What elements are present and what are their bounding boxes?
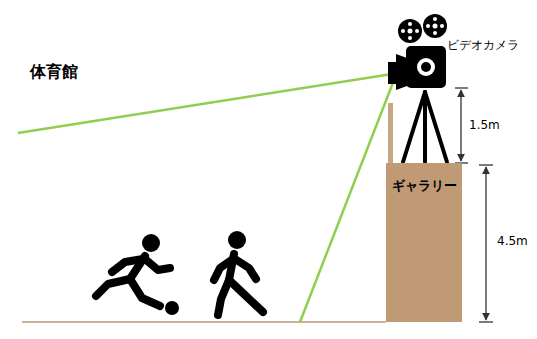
- gallery-label: ギャラリー: [386, 163, 462, 195]
- ball: [165, 301, 179, 315]
- video-camera: [388, 14, 447, 90]
- view-line: [300, 80, 394, 322]
- dimension-line: [479, 165, 493, 322]
- dimension-text: 4.5m: [497, 234, 528, 248]
- floor-line: [22, 321, 386, 323]
- dimension-text: 1.5m: [469, 118, 500, 132]
- player-head: [142, 234, 160, 252]
- player-head: [228, 231, 246, 249]
- dimension-line: [455, 88, 468, 163]
- railing-post: [388, 103, 393, 163]
- player-figure: [214, 254, 263, 315]
- view-line: [18, 74, 392, 133]
- camera-label: ビデオカメラ: [447, 37, 519, 54]
- gallery-block: ギャラリー: [386, 163, 462, 322]
- tripod: [403, 92, 447, 162]
- gym-title: 体育館: [30, 62, 78, 83]
- player-figure: [96, 256, 170, 306]
